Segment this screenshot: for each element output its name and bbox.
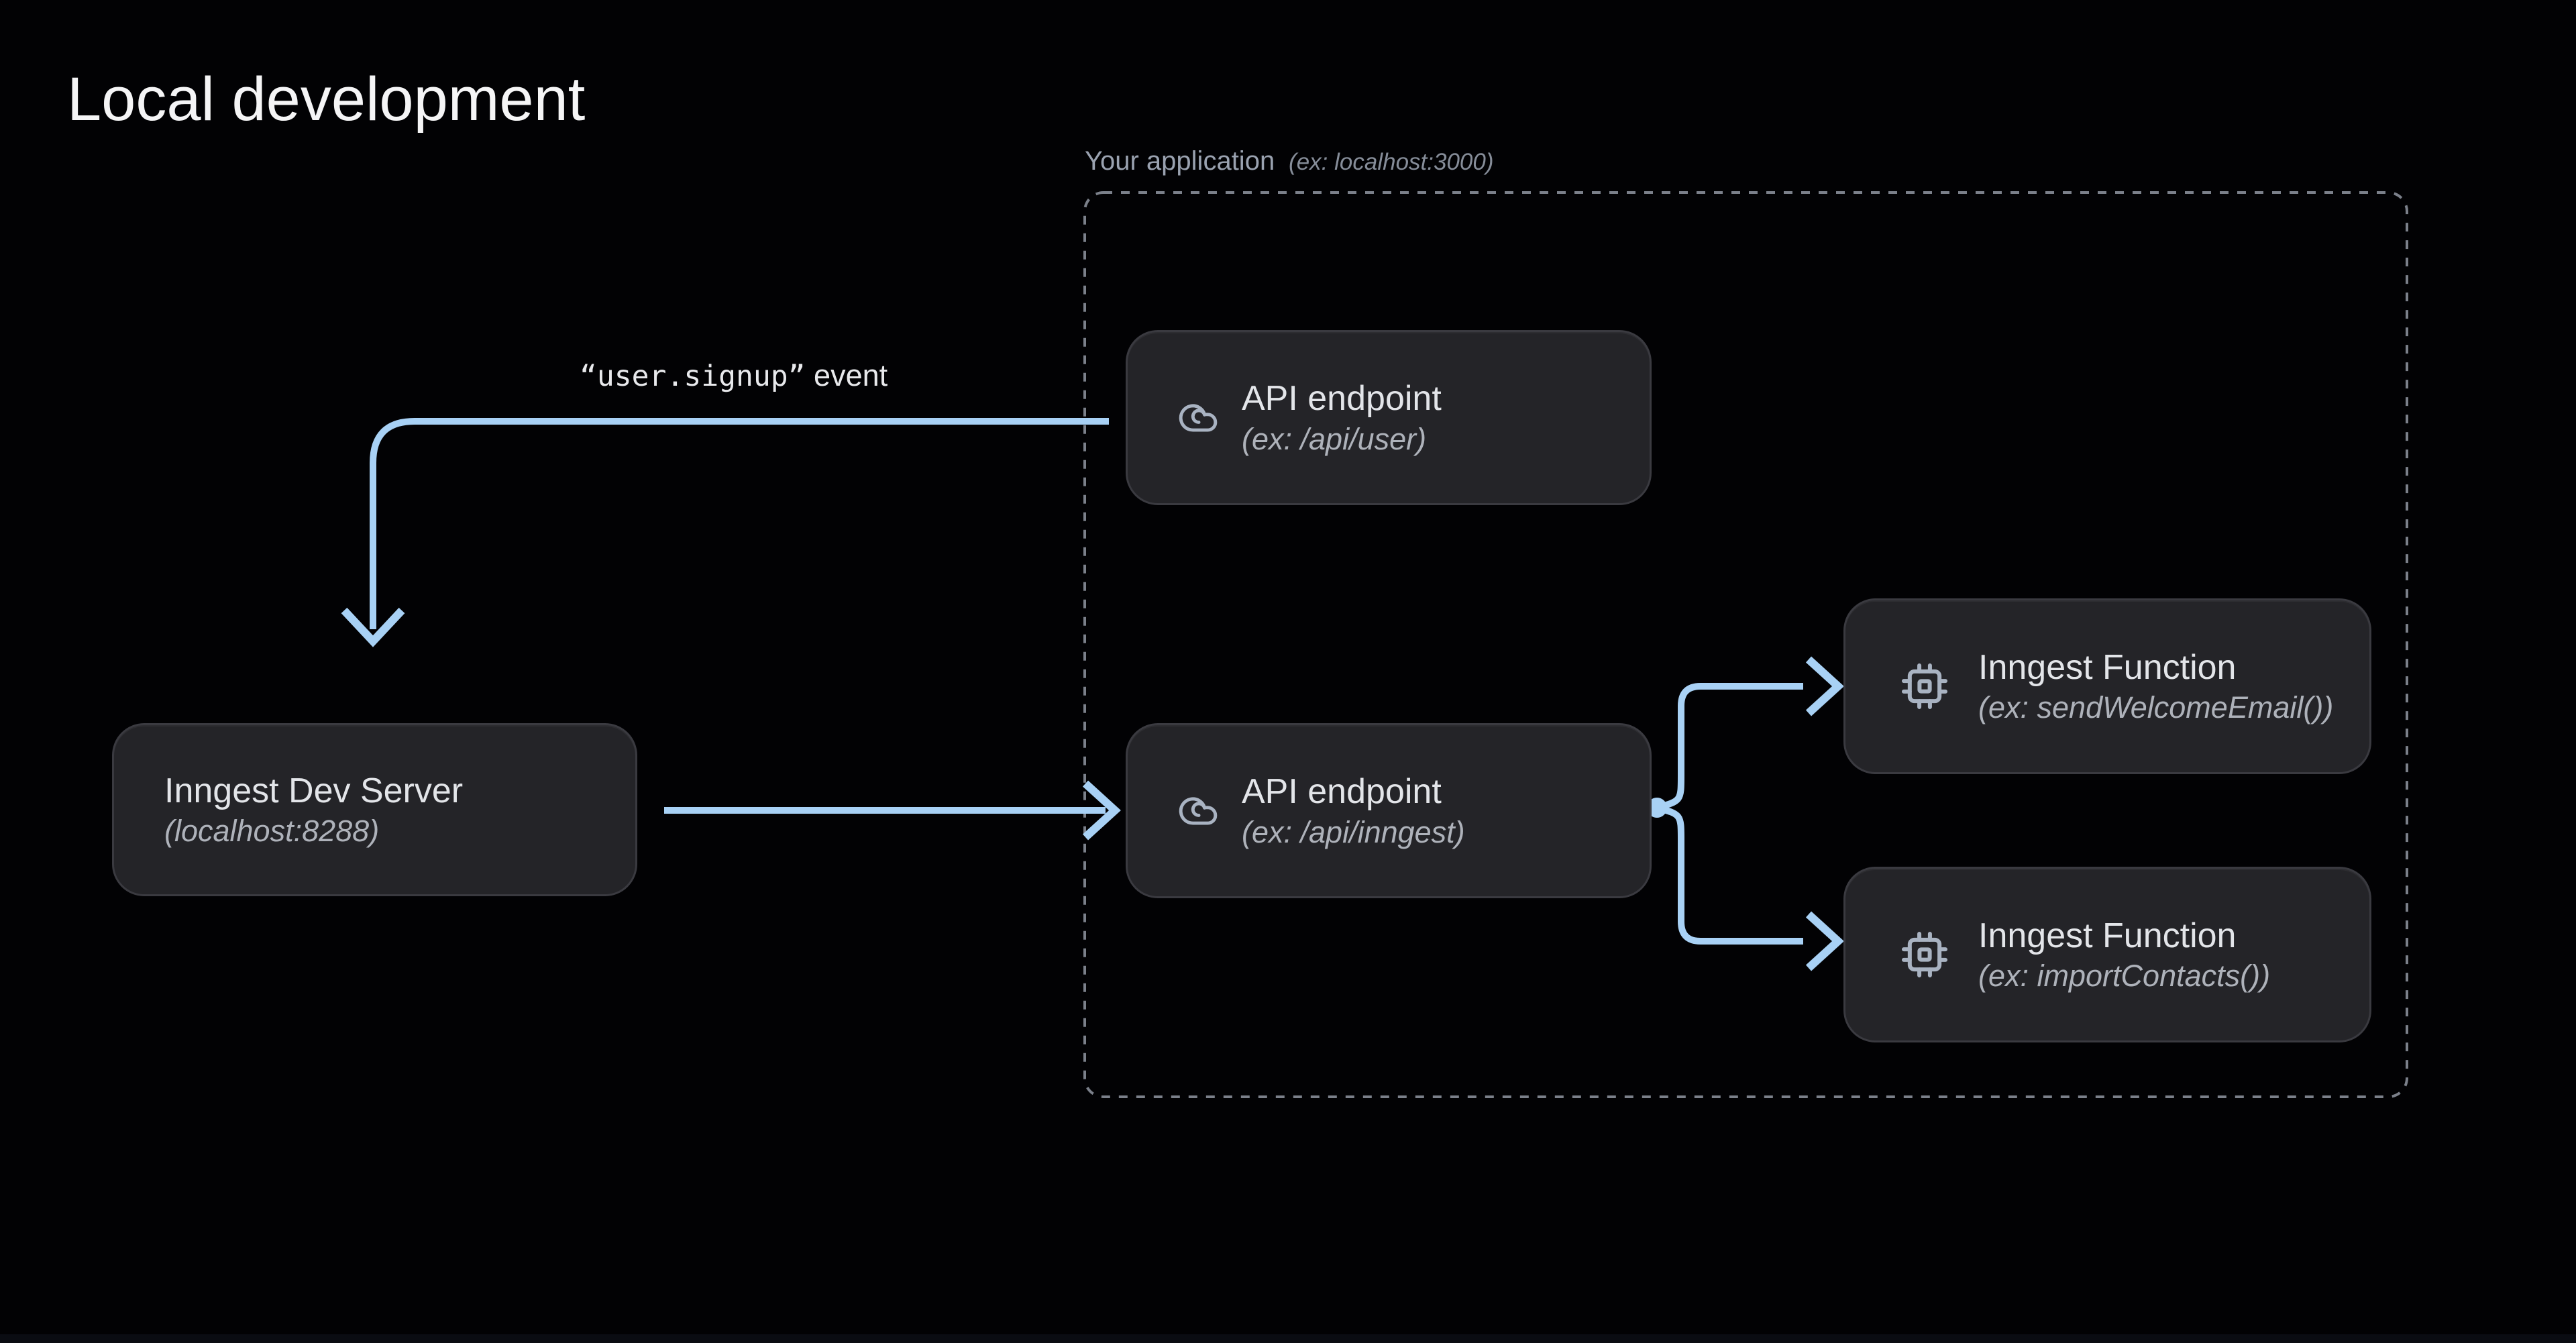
application-label-text: Your application	[1085, 146, 1275, 176]
inngest-function-send-welcome-email-node: Inngest Function (ex: sendWelcomeEmail()…	[1843, 598, 2371, 774]
event-label-suffix: event	[805, 358, 888, 392]
event-arrow-label: “user.signup” event	[580, 358, 888, 393]
api-endpoint-inngest-node: API endpoint (ex: /api/inngest)	[1126, 723, 1652, 898]
inngest-function-import-contacts-node: Inngest Function (ex: importContacts())	[1843, 867, 2371, 1042]
dev-server-node: Inngest Dev Server (localhost:8288)	[112, 723, 637, 896]
branch-top-arrow-head	[1805, 656, 1844, 716]
api-endpoint-user-node: API endpoint (ex: /api/user)	[1126, 330, 1652, 505]
cpu-chip-icon	[1899, 661, 1950, 712]
dev-server-to-api-arrow-head	[1082, 780, 1121, 841]
cpu-chip-icon	[1899, 929, 1950, 980]
inngest-function-import-title: Inngest Function	[1978, 916, 2237, 955]
cloud-icon	[1177, 397, 1219, 439]
dev-server-subtitle: (localhost:8288)	[164, 814, 380, 849]
dev-server-title: Inngest Dev Server	[164, 771, 464, 810]
page-title: Local development	[67, 65, 586, 133]
api-endpoint-user-title: API endpoint	[1242, 379, 1442, 419]
application-container-label: Your application (ex: localhost:3000)	[1085, 146, 1494, 176]
event-arrow-head	[341, 607, 405, 647]
branch-bottom-arrow-line	[1656, 804, 1803, 945]
application-example-text: (ex: localhost:3000)	[1289, 149, 1494, 175]
event-name-code: “user.signup”	[580, 360, 806, 393]
branch-top-arrow-line	[1656, 683, 1803, 811]
application-label-example: (ex: localhost:3000)	[1282, 149, 1493, 175]
event-arrow-line	[370, 418, 1109, 629]
inngest-function-send-title: Inngest Function	[1978, 647, 2237, 687]
branch-bottom-arrow-head	[1805, 911, 1844, 971]
application-dashed-border	[1083, 191, 2408, 1098]
api-endpoint-user-subtitle: (ex: /api/user)	[1242, 421, 1427, 456]
cloud-icon	[1177, 790, 1219, 832]
inngest-function-send-subtitle: (ex: sendWelcomeEmail())	[1978, 690, 2334, 725]
bottom-edge-strip	[0, 1334, 2576, 1343]
api-endpoint-inngest-title: API endpoint	[1242, 772, 1442, 812]
api-endpoint-inngest-subtitle: (ex: /api/inngest)	[1242, 814, 1465, 849]
inngest-function-import-subtitle: (ex: importContacts())	[1978, 959, 2271, 993]
